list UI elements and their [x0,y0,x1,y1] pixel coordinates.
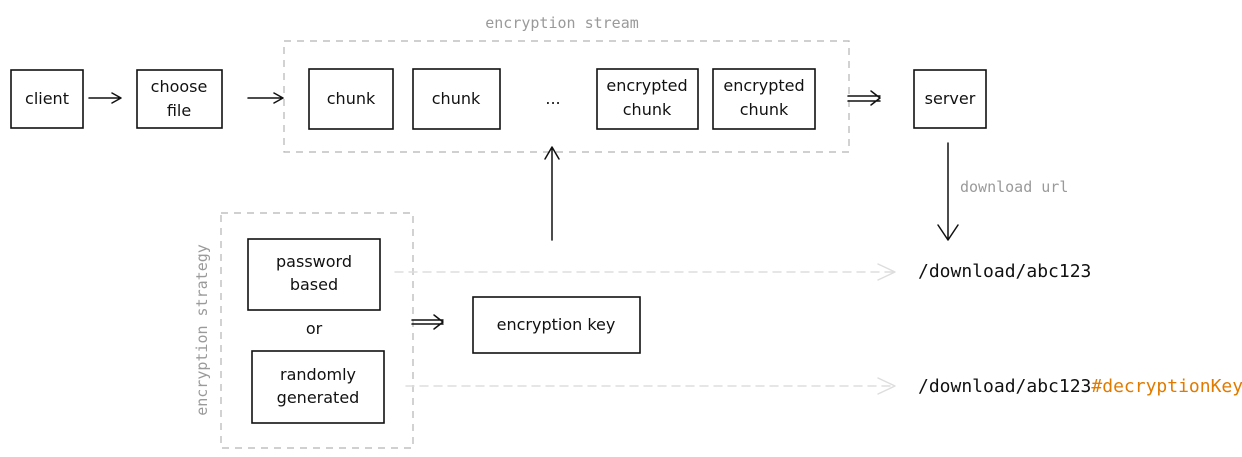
strategy-to-key-arrow [411,314,444,330]
chunk-1-label: chunk [327,89,376,108]
download-url-label: download url [960,178,1068,196]
encrypted-chunk-1-label-line-2: chunk [623,100,672,119]
encryption-key-node: encryption key [472,296,641,354]
random-to-url-arrowhead [877,377,896,395]
encryption-strategy-label: encryption strategy [193,244,211,416]
random-download-url-base: /download/abc123 [918,376,1091,397]
server-node: server [913,69,987,129]
randomly-generated-node: randomly generated [251,350,385,424]
encryption-stream-label: encryption stream [485,14,639,32]
server-to-download-url-arrow [937,142,959,241]
choose-file-node: choose file [136,69,223,129]
password-download-url: /download/abc123 [918,261,1091,282]
choose-file-label-line-2: file [167,101,191,120]
chunk-ellipsis: ... [545,89,560,108]
encrypted-chunk-node-2: encrypted chunk [712,68,816,130]
password-based-label-line-2: based [290,275,338,294]
randomly-generated-label-line-2: generated [277,388,360,407]
encryption-key-label: encryption key [497,315,616,334]
random-download-url: /download/abc123#decryptionKey [918,376,1242,397]
password-based-label-line-1: password [276,252,352,271]
chunk-node-1: chunk [308,68,394,130]
choose-file-label-line-1: choose [151,77,208,96]
client-to-choose-file-arrow [88,92,122,104]
stream-to-server-arrow [847,90,881,106]
server-label: server [925,89,976,108]
or-label: or [306,319,323,338]
encrypted-chunk-2-label-line-2: chunk [740,100,789,119]
client-node: client [10,69,84,129]
encryption-strategy-frame [220,212,414,449]
key-to-stream-arrow [544,146,560,241]
choose-file-to-stream-arrow [247,92,284,104]
chunk-2-label: chunk [432,89,481,108]
random-download-url-fragment: #decryptionKey [1091,376,1242,397]
randomly-generated-label-line-1: randomly [280,365,356,384]
encrypted-chunk-2-label-line-1: encrypted [723,76,804,95]
password-based-node: password based [247,238,381,311]
encrypted-chunk-node-1: encrypted chunk [596,68,699,130]
encrypted-chunk-1-label-line-1: encrypted [606,76,687,95]
password-to-url-arrowhead [877,263,896,281]
chunk-node-2: chunk [412,68,501,130]
client-label: client [25,89,69,108]
